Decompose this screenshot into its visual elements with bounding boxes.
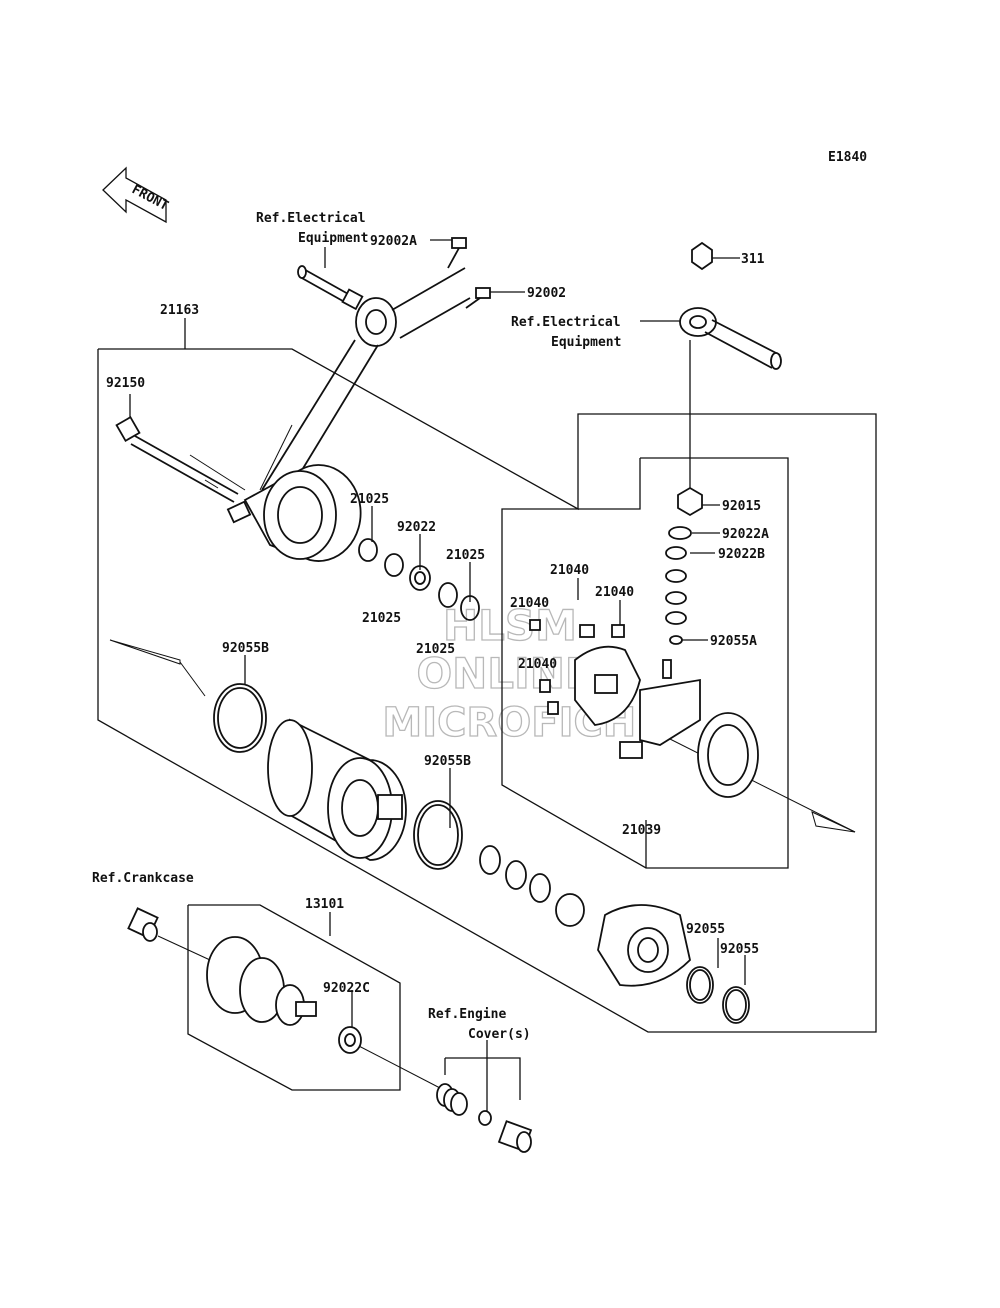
part-label-92055B-b: 92055B xyxy=(424,754,471,769)
part-label-92022C: 92022C xyxy=(323,981,370,996)
watermark: HLSM ONLINE MICROFICHE xyxy=(382,600,665,746)
part-label-92150: 92150 xyxy=(106,376,145,391)
ref-crankcase: Ref.Crankcase xyxy=(92,871,194,886)
ref-engine-cover-line1: Ref.Engine xyxy=(428,1007,506,1022)
part-label-21025-c: 21025 xyxy=(362,611,401,626)
bushing-crankcase xyxy=(127,907,159,942)
ref-electrical-2-line2: Equipment xyxy=(551,335,621,350)
assembly-frame-13101 xyxy=(187,904,401,1091)
bushing-engine-cover xyxy=(497,1120,533,1153)
watermark-line-1: HLSM xyxy=(443,601,577,650)
assembly-frame-21163 xyxy=(97,318,877,1033)
part-label-92022A: 92022A xyxy=(722,527,769,542)
o-ring-92055-a xyxy=(686,966,714,1004)
front-arrow-icon: FRONT xyxy=(102,166,171,224)
brush-holder-bracket xyxy=(619,678,701,759)
part-label-13101: 13101 xyxy=(305,897,344,912)
part-label-92022B: 92022B xyxy=(718,547,765,562)
bolt-92002A-icon xyxy=(447,237,467,269)
assembly-frame-21039 xyxy=(501,457,789,869)
center-axis xyxy=(109,454,856,1089)
o-ring-92055B-left xyxy=(213,683,267,753)
figure-code: E1840 xyxy=(828,150,867,165)
end-cover xyxy=(226,424,362,562)
starter-clutch-13101 xyxy=(206,936,317,1026)
nut-311-icon xyxy=(691,241,713,271)
part-label-92055-b: 92055 xyxy=(720,942,759,957)
part-label-21025-b: 21025 xyxy=(446,548,485,563)
part-label-21040-b: 21040 xyxy=(510,596,549,611)
long-bolt-92150-icon xyxy=(115,415,239,503)
bolt-92002-icon xyxy=(465,287,491,309)
part-label-21040-a: 21040 xyxy=(550,563,589,578)
part-label-92002A: 92002A xyxy=(370,234,417,249)
cable-terminal-upper-right xyxy=(679,307,782,370)
part-label-311: 311 xyxy=(741,252,765,267)
part-label-92055B-a: 92055B xyxy=(222,641,269,656)
part-label-92015: 92015 xyxy=(722,499,761,514)
part-label-21163: 21163 xyxy=(160,303,199,318)
part-label-21039: 21039 xyxy=(622,823,661,838)
cable-terminal-upper-left xyxy=(297,265,466,347)
washers-lower xyxy=(479,845,585,927)
part-label-21040-c: 21040 xyxy=(595,585,634,600)
part-label-92022: 92022 xyxy=(397,520,436,535)
motor-yoke xyxy=(267,718,407,861)
spring-icon xyxy=(436,1083,468,1116)
brush-plate xyxy=(529,619,641,726)
engine-cover-bracket xyxy=(444,1040,521,1112)
front-label: FRONT xyxy=(129,182,171,214)
part-label-21025-d: 21025 xyxy=(416,642,455,657)
ref-electrical-2-line1: Ref.Electrical xyxy=(511,315,621,330)
washers-21025 xyxy=(358,538,480,621)
ref-electrical-1-line1: Ref.Electrical xyxy=(256,211,366,226)
washer-92022C xyxy=(338,1026,362,1054)
watermark-line-2: ONLINE xyxy=(416,649,593,698)
part-label-92002: 92002 xyxy=(527,286,566,301)
small-washer-icon xyxy=(478,1110,492,1126)
ref-engine-cover-line2: Cover(s) xyxy=(468,1027,531,1042)
part-label-92055-a: 92055 xyxy=(686,922,725,937)
front-cover xyxy=(597,904,691,987)
part-labels: Ref.Electrical Equipment 92002A 92002 31… xyxy=(92,211,769,1042)
part-label-21025-a: 21025 xyxy=(350,492,389,507)
o-ring-92055-b xyxy=(722,986,750,1024)
part-label-21040-d: 21040 xyxy=(518,657,557,672)
housing-ring xyxy=(697,712,759,798)
ref-electrical-1-line2: Equipment xyxy=(298,231,368,246)
o-ring-92055B-right xyxy=(413,800,463,870)
terminal-stack xyxy=(662,486,703,679)
part-label-92055A: 92055A xyxy=(710,634,757,649)
